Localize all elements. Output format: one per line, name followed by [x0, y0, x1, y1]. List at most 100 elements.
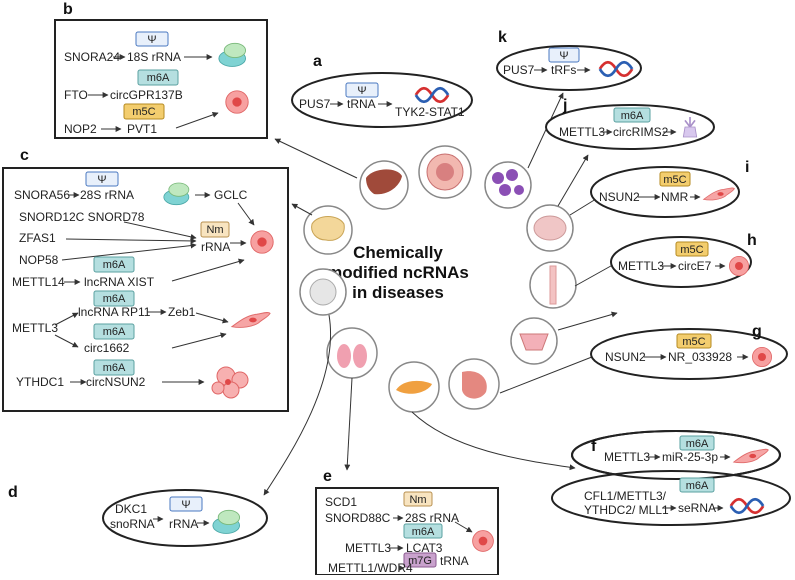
target-mir-25-3p: miR-25-3p	[662, 450, 718, 464]
m6a-badge-label: m6A	[686, 480, 709, 492]
stomach-organ-icon	[448, 358, 500, 410]
m5c-badge	[123, 103, 165, 120]
psi-badge-label: Ψ	[357, 85, 366, 97]
target-lncrna-xist: lncRNA XIST	[84, 275, 155, 289]
panel-f-content	[558, 432, 788, 542]
writer-nsun2-g: NSUN2	[605, 350, 646, 364]
writer-mettl3-j: METTL3	[559, 125, 605, 139]
m5c-badge-label: m5C	[663, 174, 686, 186]
writer-mettl1-wdr4: METTL1/WDR4	[328, 561, 413, 575]
panel-letter-g: g	[752, 323, 762, 340]
panel-b: b SNORA24 Ψ 18S rRNA FTO m6A circGPR137B…	[54, 1, 268, 139]
writer-ythdc2-mll1: YTHDC2/ MLL1	[584, 503, 669, 517]
writer-pus7-k: PUS7	[503, 63, 535, 77]
writer-mettl14: METTL14	[12, 275, 65, 289]
panel-letter-k: k	[498, 29, 507, 46]
m5c-badge	[675, 241, 709, 257]
panel-a: a PUS7 Ψ tRNA TYK2-STAT1	[291, 53, 473, 128]
psi-badge-label: Ψ	[559, 50, 568, 62]
writer-snorna: snoRNA	[110, 517, 155, 531]
uterus-organ-icon	[510, 317, 558, 365]
m6a-badge-label: m6A	[621, 110, 644, 122]
writer-mettl3-e: METTL3	[345, 541, 391, 555]
psi-badge-label: Ψ	[181, 499, 190, 511]
writer-nop2: NOP2	[64, 122, 97, 136]
center-hub: Chemically modified ncRNAs in diseases	[299, 145, 577, 413]
outcome-zeb1: Zeb1	[168, 305, 196, 319]
m6a-badge-label: m6A	[412, 526, 435, 538]
m6a-badge	[93, 256, 135, 273]
writer-fto: FTO	[64, 88, 88, 102]
writer-snord88c: SNORD88C	[325, 511, 391, 525]
nm-writer-nop58: NOP58	[19, 253, 59, 267]
nm-writer-snord: SNORD12C SNORD78	[19, 210, 145, 224]
m6a-badge	[93, 290, 135, 307]
m6a-badge-label: m6A	[147, 72, 170, 84]
panel-letter-d: d	[8, 484, 18, 501]
cell-icon	[250, 230, 274, 254]
target-trna: tRNA	[347, 97, 376, 111]
writer-cfl1-mettl3: CFL1/METTL3/	[584, 489, 667, 503]
m7g-badge	[403, 552, 437, 568]
psi-badge	[135, 31, 169, 47]
target-circnsun2: circNSUN2	[86, 375, 146, 389]
m6a-badge	[679, 435, 715, 451]
m5c-badge-label: m5C	[682, 336, 705, 348]
panel-e-content: SCD1 SNORD88C Nm 28S rRNA	[325, 491, 473, 533]
panel-h: h m5C METTL3 circE7	[610, 232, 757, 288]
panel-d: d DKC1 snoRNA Ψ rRNA	[8, 484, 268, 547]
liver-organ-icon	[359, 160, 409, 210]
m5c-badge-label: m5C	[132, 106, 155, 118]
m6a-badge	[93, 359, 135, 376]
m6a-badge	[403, 523, 443, 539]
writer-snora24: SNORA24	[64, 50, 120, 64]
outcome-tyk2-stat1: TYK2-STAT1	[395, 105, 465, 119]
cell-icon	[752, 346, 772, 368]
target-trfs: tRFs	[551, 63, 576, 77]
panel-c: c SNORA56 Ψ 28S rRNA GCLC SNORD12C SNORD…	[2, 147, 289, 412]
panel-letter-i: i	[745, 159, 749, 176]
cell-icon	[729, 255, 749, 277]
target-circrims2: circRIMS2	[613, 125, 669, 139]
cell-icon	[225, 90, 249, 114]
brain-organ-icon	[526, 204, 574, 252]
panel-g: g m5C NSUN2 NR_033928	[590, 323, 788, 380]
target-28s-rrna: 28S rRNA	[80, 188, 134, 202]
m5c-badge	[659, 171, 691, 187]
m6a-badge-label: m6A	[103, 326, 126, 338]
psi-badge-label: Ψ	[147, 34, 156, 46]
m6a-badge	[679, 477, 715, 493]
target-lcat3: LCAT3	[406, 541, 443, 555]
psi-badge-label: Ψ	[97, 174, 106, 186]
target-circe7: circE7	[678, 259, 712, 273]
writer-mettl3-h: METTL3	[618, 259, 664, 273]
nm-badge	[200, 221, 230, 238]
m6a-badge-label: m6A	[686, 438, 709, 450]
panel-letter-c: c	[20, 147, 29, 164]
psi-badge	[548, 47, 580, 63]
breast-organ-icon	[299, 268, 347, 316]
blood-cells-icon	[484, 161, 532, 209]
nm-writer-zfas1: ZFAS1	[19, 231, 56, 245]
m6a-badge-label: m6A	[103, 362, 126, 374]
panel-e-lower-rows	[316, 555, 498, 575]
outcome-gclc: GCLC	[214, 188, 248, 202]
panel-i: i m5C NSUN2 NMR	[590, 159, 749, 218]
writer-snora56: SNORA56	[14, 188, 70, 202]
panel-j: j m6A METTL3 circRIMS2	[545, 97, 715, 150]
writer-pus7: PUS7	[299, 97, 331, 111]
psi-badge	[345, 82, 379, 98]
panel-letter-j: j	[562, 97, 567, 114]
nm-badge-label: Nm	[409, 494, 426, 506]
tumor-cell-icon	[418, 145, 472, 199]
m6a-badge-label: m6A	[103, 259, 126, 271]
writer-nsun2-i: NSUN2	[599, 190, 640, 204]
writer-scd1: SCD1	[325, 495, 357, 509]
target-pvt1: PVT1	[127, 122, 157, 136]
target-nmr: NMR	[661, 190, 689, 204]
target-serna: seRNA	[678, 501, 716, 515]
panel-e-rows: m6A METTL3 LCAT3	[345, 523, 494, 555]
writer-mettl3-f: METTL3	[604, 450, 650, 464]
m6a-badge-label: m6A	[103, 293, 126, 305]
